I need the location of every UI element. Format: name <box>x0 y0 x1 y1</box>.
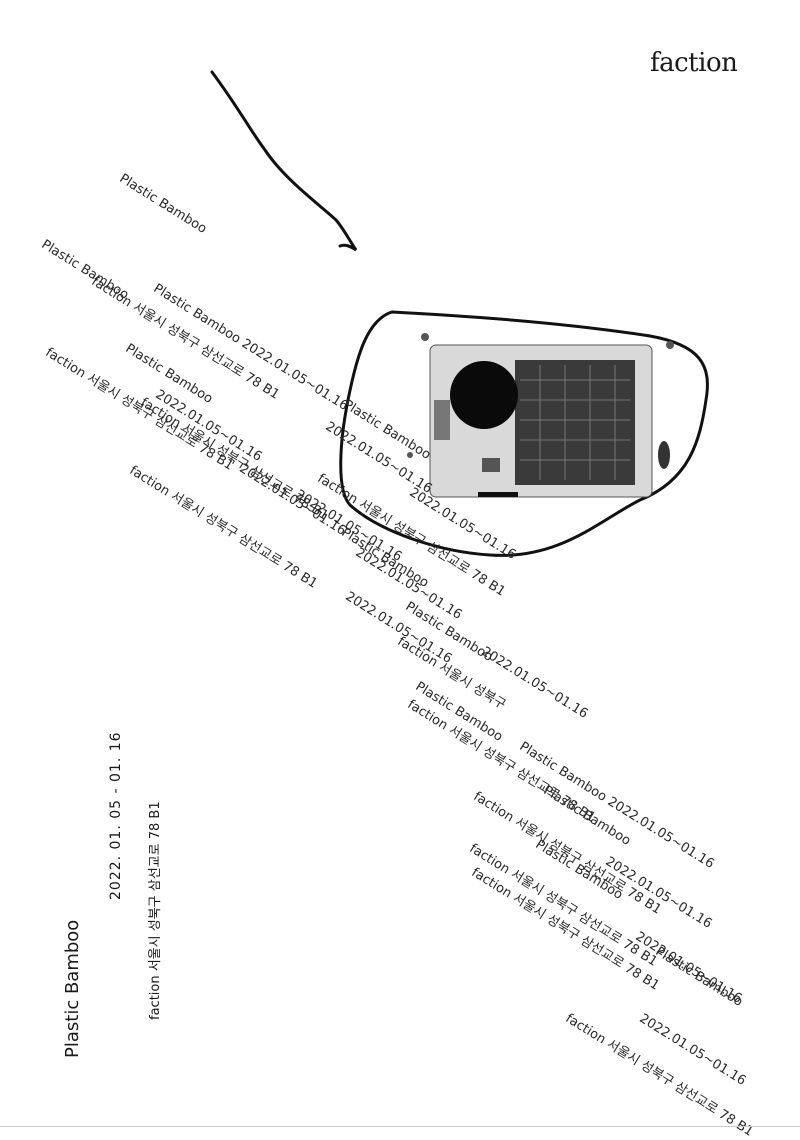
scribble-line <box>210 70 358 252</box>
outline-loop <box>339 310 709 557</box>
chip <box>482 458 500 472</box>
bottom-divider <box>0 1126 800 1127</box>
scatter-text: Plastic Bamboo <box>652 944 746 1010</box>
bottom-bar <box>478 492 518 497</box>
vertical-address: faction 서울시 성북구 삼선교로 78 B1 <box>148 801 163 1020</box>
scatter-text: Plastic Bamboo 2022.01.05~01.16 <box>150 281 351 414</box>
vertical-title: Plastic Bamboo <box>62 919 83 1058</box>
scatter-text: faction 서울시 성북구 삼선교로 78 B1 <box>126 463 320 592</box>
connector <box>434 400 450 440</box>
vertical-date: 2022. 01. 05 - 01. 16 <box>108 731 124 900</box>
screw-1 <box>421 333 429 341</box>
speaker <box>450 361 518 429</box>
knob <box>658 441 670 469</box>
faction-logo: faction <box>650 48 738 78</box>
scatter-text: Plastic Bamboo <box>116 171 210 237</box>
screw-2 <box>666 341 674 349</box>
screw-3 <box>407 452 413 458</box>
